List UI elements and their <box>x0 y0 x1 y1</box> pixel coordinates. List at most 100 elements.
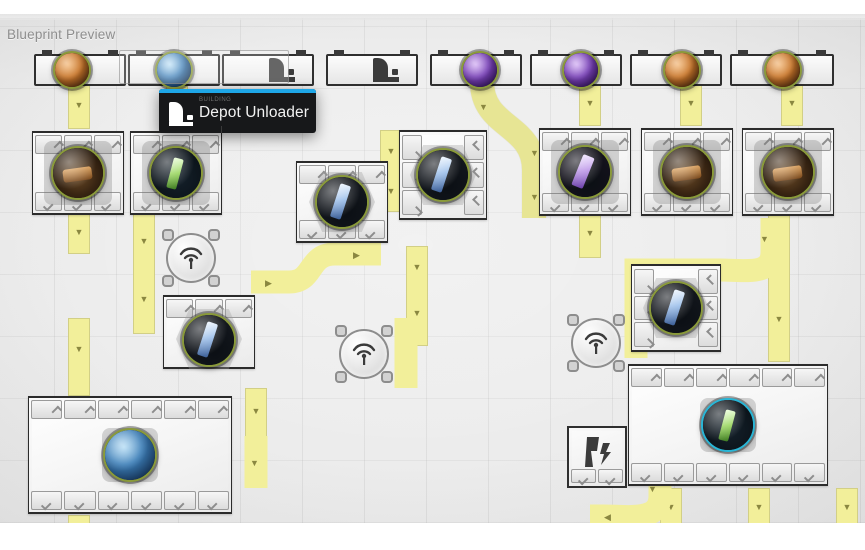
tooltip-depot-unloader: BUILDING Depot Unloader <box>159 89 316 133</box>
page-title: Blueprint Preview <box>7 27 116 42</box>
blueprint-canvas[interactable]: ▼ ▼ ▼ ▼▼ ▼ ▼ ▼▼ ▼▼ ▼ ▼ ▼ ▼ ▼ ▼▼ ▼ ▼ ▼ ▼ … <box>0 18 865 523</box>
recipe-badge-icon <box>147 430 155 438</box>
belt-vertical[interactable]: ▼ <box>68 214 90 254</box>
tooltip-category: BUILDING <box>199 97 232 103</box>
belt-curve-bottom[interactable]: ▼ ◀ <box>590 478 710 523</box>
recipe-item-icon[interactable] <box>315 175 369 229</box>
recipe-item-icon[interactable] <box>149 146 203 200</box>
building-assembler-vertical[interactable] <box>631 264 721 352</box>
crystal-icon <box>184 315 234 366</box>
building-storage-depot[interactable] <box>628 364 828 486</box>
crystal-icon <box>317 177 367 227</box>
power-bolt-icon <box>585 437 611 468</box>
svg-text:▼: ▼ <box>760 234 769 244</box>
building-ports-right <box>698 269 718 348</box>
belt-vertical[interactable]: ▼ <box>579 84 601 126</box>
ingot-icon <box>763 147 813 197</box>
building-smelter[interactable] <box>641 128 733 216</box>
svg-text:▶: ▶ <box>265 278 272 288</box>
recipe-item-icon[interactable] <box>761 145 815 199</box>
depot-unloader-icon-rail-4[interactable] <box>373 58 399 82</box>
belt-vertical[interactable]: ▼ <box>68 318 90 396</box>
rail-item-ore-copper-1[interactable] <box>53 51 91 89</box>
signal-antenna-icon <box>352 343 376 365</box>
recipe-badge-icon <box>602 147 610 155</box>
belt-vertical[interactable]: ▼ <box>68 84 90 129</box>
building-assembler[interactable] <box>296 161 388 243</box>
svg-text:◀: ◀ <box>604 512 611 522</box>
belt-vertical[interactable]: ▼▼ <box>133 214 155 334</box>
logistics-tower[interactable] <box>565 312 627 374</box>
belt-vertical[interactable]: ▼ <box>836 488 858 523</box>
building-assembler[interactable] <box>163 295 255 369</box>
crystal-icon <box>418 150 468 200</box>
belt-curve-left-bottom[interactable]: ▼ <box>226 436 286 523</box>
bottom-frame-strip <box>0 523 865 550</box>
iron-item-icon <box>105 430 155 480</box>
recipe-item-icon[interactable] <box>649 281 703 335</box>
building-assembler[interactable] <box>539 128 631 216</box>
station-ports <box>571 469 623 483</box>
building-smelter[interactable] <box>742 128 834 216</box>
ore-purple-icon <box>564 53 598 87</box>
signal-antenna-icon <box>179 247 203 269</box>
recipe-badge-icon <box>226 315 234 324</box>
belt-curve-center[interactable]: ▶ ▶ <box>243 238 393 358</box>
rail-item-ore-iron[interactable] <box>155 51 193 89</box>
ore-copper-icon <box>665 53 699 87</box>
purple-crystal-icon <box>560 147 610 197</box>
building-ports-bottom <box>631 463 826 482</box>
recipe-item-icon[interactable] <box>701 398 755 452</box>
building-assembler-vertical[interactable] <box>399 130 487 220</box>
ore-iron-icon <box>157 53 191 87</box>
logistics-tower[interactable] <box>333 323 395 385</box>
belt-vertical[interactable]: ▼ <box>579 214 601 258</box>
crystal-icon <box>651 283 701 333</box>
green-item-icon <box>703 400 753 450</box>
depot-unloader-icon-rail-3[interactable] <box>269 58 295 82</box>
building-storage-depot[interactable] <box>28 396 232 514</box>
recipe-item-icon[interactable] <box>103 428 157 482</box>
recipe-badge-icon <box>359 177 367 185</box>
belt-vertical[interactable]: ▼ <box>781 84 803 126</box>
recipe-item-icon[interactable] <box>416 148 470 202</box>
recipe-item-icon[interactable] <box>182 313 236 368</box>
tooltip-title: Depot Unloader <box>199 104 309 121</box>
building-ports-top <box>31 400 229 419</box>
svg-text:▼: ▼ <box>479 102 488 112</box>
rail-item-ore-copper-2[interactable] <box>663 51 701 89</box>
logistics-tower[interactable] <box>160 227 222 289</box>
building-smelter[interactable] <box>32 131 124 215</box>
svg-text:▼: ▼ <box>530 192 539 202</box>
depot-unloader-icon <box>169 102 193 126</box>
svg-text:▶: ▶ <box>353 250 360 260</box>
recipe-badge-icon <box>693 283 701 291</box>
recipe-badge-icon <box>95 148 103 156</box>
green-item-icon <box>151 148 201 198</box>
building-smelter[interactable] <box>130 131 222 215</box>
recipe-item-icon[interactable] <box>660 145 714 199</box>
ingot-icon <box>53 148 103 198</box>
belt-curve-s[interactable]: ▼ ▼ ▼ <box>452 78 562 228</box>
ore-copper-icon <box>55 53 89 87</box>
ingot-icon <box>662 147 712 197</box>
svg-text:▼: ▼ <box>530 148 539 158</box>
belt-vertical[interactable]: ▼ <box>68 515 90 523</box>
belt-vertical[interactable]: ▼ <box>245 388 267 448</box>
rail-item-ore-purple-2[interactable] <box>562 51 600 89</box>
recipe-item-icon[interactable] <box>558 145 612 199</box>
recipe-badge-icon <box>460 150 468 158</box>
belt-vertical[interactable]: ▼ <box>748 488 770 523</box>
rail-segment-3[interactable] <box>222 50 314 86</box>
rail-segment-4[interactable] <box>326 50 418 86</box>
rail-item-ore-purple-1[interactable] <box>461 51 499 89</box>
tooltip-pointer <box>221 126 222 133</box>
building-ports-top <box>631 368 826 387</box>
building-ports-bottom <box>31 491 229 510</box>
charging-station[interactable] <box>567 426 627 488</box>
belt-vertical[interactable]: ▼ <box>680 84 702 126</box>
recipe-item-icon[interactable] <box>51 146 105 200</box>
rail-item-ore-copper-3[interactable] <box>764 51 802 89</box>
belt-curve-left-mid[interactable] <box>380 318 440 428</box>
